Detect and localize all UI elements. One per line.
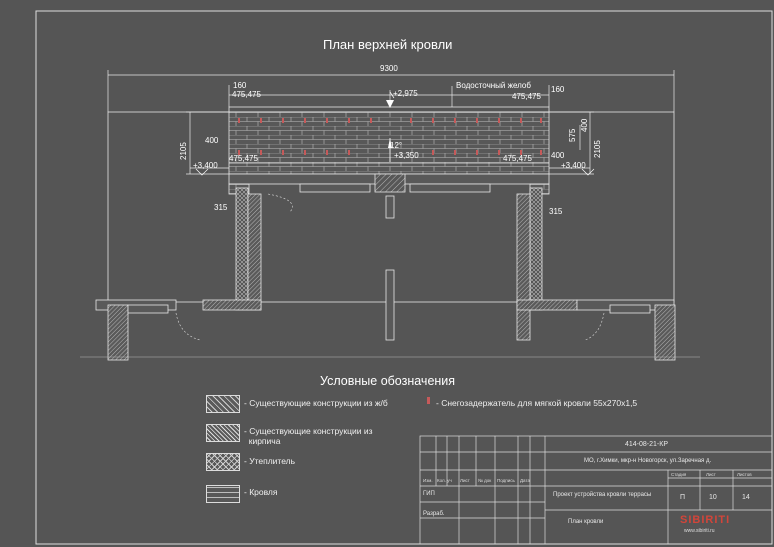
stage-value: П [680,494,686,501]
gutter-label: Водосточный желоб [456,81,531,90]
legend-swatch-snow-guard [427,397,430,404]
company-url: www.sibiriti.ru [684,528,715,534]
dim-400-left: 400 [205,136,219,145]
legend-item-roofing: - Кровля [244,487,278,497]
slope-label: 12° [390,141,402,150]
dim-2105-right: 2105 [593,140,602,158]
sheet-label: Лист [706,472,716,477]
snow-guards [238,118,542,155]
dim-475-bottom-right: 475,475 [503,154,532,163]
stage-label: Стадия [671,472,687,477]
col-header-date: Дата [520,478,530,483]
dim-475-top-right: 475,475 [512,92,541,101]
legend-swatch-brick [206,424,240,442]
legend-title: Условные обозначения [320,374,456,388]
dim-575: 575 [568,128,577,142]
dim-315-left: 315 [214,203,228,212]
elevation-3350: +3,350 [394,151,419,160]
dim-475-top-left: 475,475 [232,90,261,99]
dim-2105-left: 2105 [179,142,188,160]
sheets-label: Листов [737,472,752,477]
sheet-name: План кровли [568,519,604,525]
dim-315-right: 315 [549,207,563,216]
legend-swatch-roofing [206,485,240,503]
elevation-2975: +2,975 [393,89,418,98]
dim-160-left: 160 [233,81,247,90]
project-name: Проект устройства кровли террасы [553,492,652,498]
legend-swatch-insulation [206,453,240,471]
dimension-lines [107,70,675,175]
elevation-3400-right: +3,400 [561,161,586,170]
sheets-total: 14 [742,494,750,501]
drawing-title: План верхней кровли [323,37,453,52]
col-header-change: Изм. [423,478,433,483]
legend-swatch-concrete [206,395,240,413]
row-developer: Разраб. [423,511,445,517]
dim-160-right: 160 [551,85,565,94]
walls [95,173,676,361]
door-swings [175,193,605,341]
dim-400-vertical: 400 [580,118,589,132]
title-block-grid [419,435,773,545]
company-logo: SIBIRITI [680,514,731,526]
col-header-signature: Подпись [497,478,515,483]
project-code: 414-08-21-КР [625,441,668,448]
col-header-count: Кол. уч [437,478,452,483]
col-header-doc: № док [478,478,492,483]
dim-overall: 9300 [380,64,398,73]
dim-475-bottom-left: 475,475 [229,154,258,163]
legend-item-snow-guard: - Снегозадержатель для мягкой кровли 55х… [436,398,638,408]
project-address: МО, г.Химки, мкр-н Новогорск, ул.Заречна… [584,458,712,464]
sheet-number: 10 [709,494,717,501]
row-gip: ГИП [423,491,435,497]
dim-400-right: 400 [551,151,565,160]
sheet-frame [35,10,773,545]
col-header-sheet: Лист [460,478,470,483]
elevation-3400-left: +3,400 [193,161,218,170]
legend-item-brick: - Существующие конструкции из кирпича [244,426,373,446]
legend-item-insulation: - Утеплитель [244,456,296,466]
legend-item-concrete: - Существующие конструкции из ж/б [244,398,388,408]
